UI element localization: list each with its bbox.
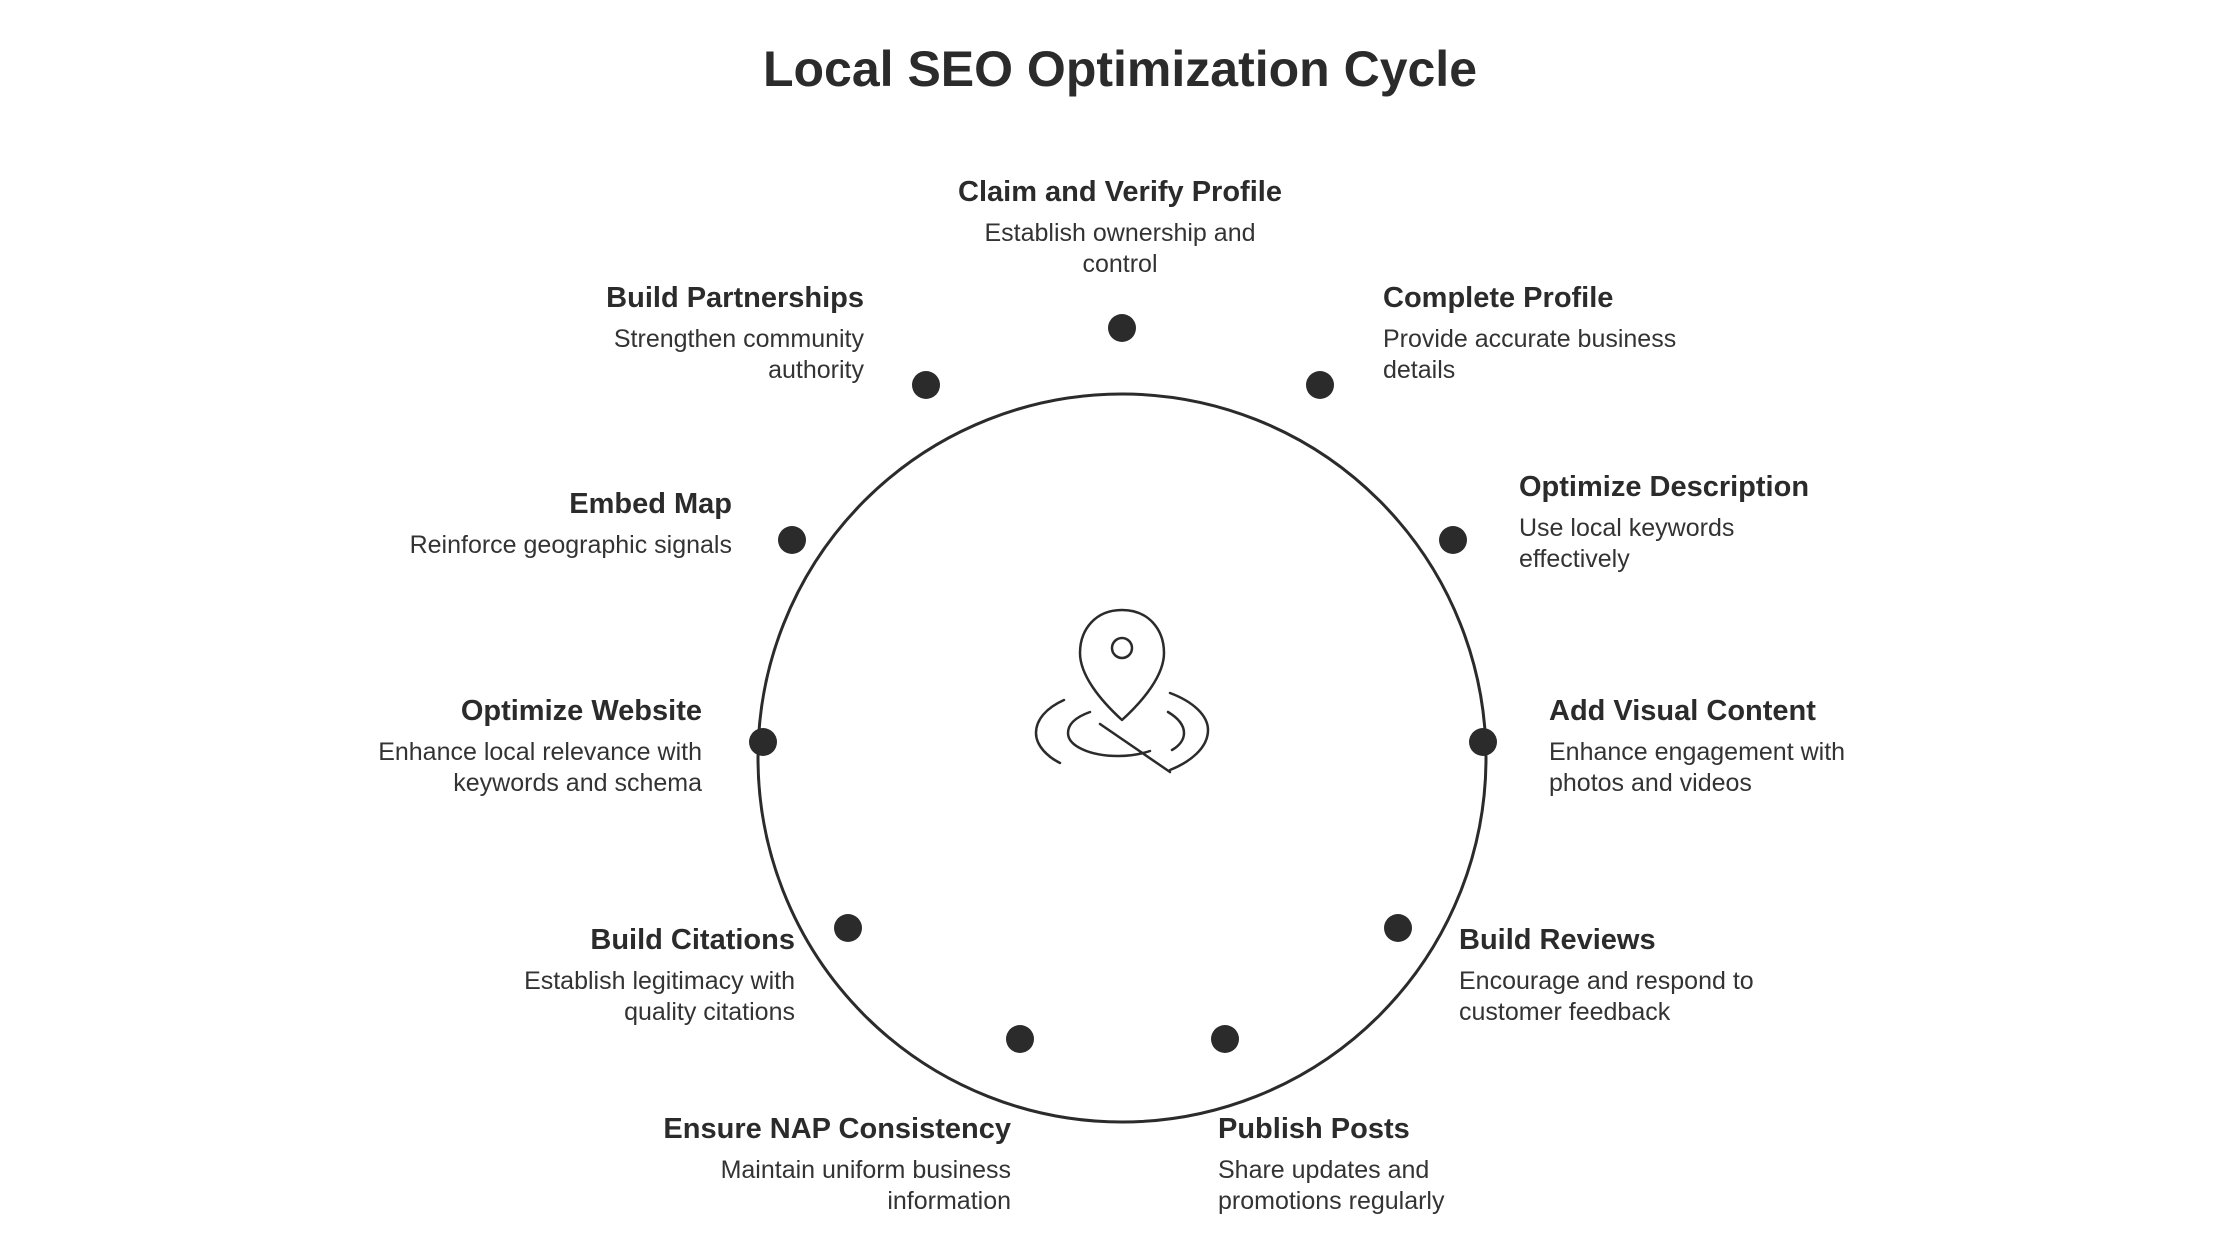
step-11-title: Build Partnerships — [606, 282, 864, 314]
step-5-description: Encourage and respond to customer feedba… — [1459, 967, 1754, 1026]
diagram-title: Local SEO Optimization Cycle — [762, 41, 1478, 97]
step-8-description: Establish legitimacy with quality citati… — [524, 967, 795, 1026]
step-10-description: Reinforce geographic signals — [409, 531, 732, 559]
step-1-description: Establish ownership and control — [984, 219, 1256, 278]
step-node-6 — [1211, 1025, 1239, 1053]
step-9-description: Enhance local relevance with keywords an… — [378, 738, 702, 797]
cycle-ring — [756, 392, 1488, 1124]
step-6-title: Publish Posts — [1218, 1113, 1410, 1145]
step-node-11 — [912, 371, 940, 399]
step-7-title: Ensure NAP Consistency — [663, 1113, 1011, 1145]
step-node-7 — [1006, 1025, 1034, 1053]
step-8-title: Build Citations — [590, 924, 795, 956]
step-node-5 — [1384, 914, 1412, 942]
step-node-4 — [1469, 728, 1497, 756]
step-node-8 — [834, 914, 862, 942]
step-11-description: Strengthen community authority — [613, 325, 864, 384]
step-node-9 — [749, 728, 777, 756]
step-node-2 — [1306, 371, 1334, 399]
step-8: Build Citations Establish legitimacy wit… — [435, 922, 795, 1028]
step-5: Build Reviews Encourage and respond to c… — [1459, 922, 1819, 1028]
step-4-description: Enhance engagement with photos and video… — [1549, 738, 1846, 797]
step-4: Add Visual Content Enhance engagement wi… — [1549, 693, 1909, 799]
step-9-title: Optimize Website — [460, 695, 702, 727]
map-pin-icon — [1034, 608, 1210, 774]
step-3-description: Use local keywords effectively — [1519, 514, 1735, 573]
step-5-title: Build Reviews — [1459, 924, 1656, 956]
step-10-title: Embed Map — [569, 488, 732, 520]
step-4-title: Add Visual Content — [1549, 695, 1816, 727]
step-1: Claim and Verify Profile Establish owner… — [940, 174, 1300, 280]
step-6-description: Share updates and promotions regularly — [1218, 1156, 1445, 1215]
step-1-title: Claim and Verify Profile — [958, 176, 1282, 208]
step-7: Ensure NAP Consistency Maintain uniform … — [651, 1111, 1011, 1217]
step-11: Build Partnerships Strengthen community … — [504, 280, 864, 386]
step-9: Optimize Website Enhance local relevance… — [342, 693, 702, 799]
step-3: Optimize Description Use local keywords … — [1519, 469, 1879, 575]
step-10: Embed Map Reinforce geographic signals — [372, 486, 732, 561]
step-7-description: Maintain uniform business information — [720, 1156, 1011, 1215]
step-2-title: Complete Profile — [1383, 282, 1614, 314]
step-node-10 — [778, 526, 806, 554]
step-node-3 — [1439, 526, 1467, 554]
step-node-1 — [1108, 314, 1136, 342]
step-6: Publish Posts Share updates and promotio… — [1218, 1111, 1578, 1217]
step-2: Complete Profile Provide accurate busine… — [1383, 280, 1743, 386]
step-2-description: Provide accurate business details — [1383, 325, 1677, 384]
step-3-title: Optimize Description — [1519, 471, 1810, 503]
